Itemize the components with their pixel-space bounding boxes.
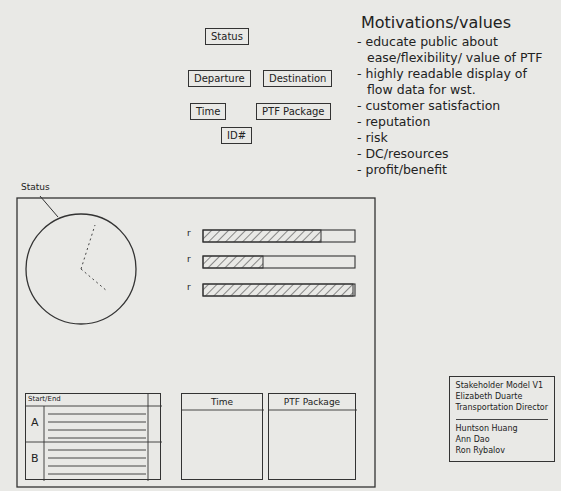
progress-bars [203, 230, 355, 296]
bar-outline [203, 284, 355, 296]
table-rule [48, 438, 146, 439]
person-name: Ann Dao [456, 435, 548, 446]
list-item: - highly readable display of flow data f… [357, 66, 555, 98]
person-name: Huntson Huang [456, 419, 548, 435]
column-header: Start/End [28, 395, 61, 403]
leader-line [40, 196, 58, 217]
node-outline [269, 394, 357, 481]
dashed-radius [81, 269, 107, 291]
list-item: - educate public about ease/flexibility/… [357, 34, 555, 66]
motivation-list: Motivations/values- educate public about… [357, 12, 555, 178]
bar-outline [203, 230, 355, 242]
table-rule [48, 430, 146, 431]
bar-fill [203, 256, 263, 268]
title-block: Stakeholder Model V1Elizabeth DuarteTran… [449, 376, 555, 462]
table-rule [48, 422, 146, 423]
node-label: Departure [194, 73, 245, 84]
table-rule [26, 406, 162, 407]
bar-fill [203, 284, 353, 296]
node-label: Status [21, 182, 50, 192]
node-label: ID# [227, 130, 246, 141]
table-rule [48, 466, 146, 467]
node-label: Time [182, 394, 262, 407]
person-name: Elizabeth Duarte [456, 392, 548, 403]
bar-marker: r [187, 228, 191, 238]
node-outline [25, 212, 137, 324]
list-item: - risk [357, 130, 555, 146]
field-box: Destination [263, 70, 332, 87]
row-label: B [31, 452, 39, 465]
table-rule [48, 474, 146, 475]
node-outline [182, 394, 264, 481]
model-title: Stakeholder Model V1 [456, 381, 548, 392]
bar-marker: r [187, 282, 191, 292]
table-rule [48, 450, 146, 451]
person-name: Ron Rybalov [456, 446, 548, 457]
field-box: ID# [221, 127, 252, 144]
row-label: A [31, 416, 39, 429]
header-rule [182, 410, 264, 411]
circle-outline [26, 214, 136, 324]
node-outline [26, 394, 162, 481]
field-box: Departure [188, 70, 251, 87]
table-rule [48, 414, 146, 415]
table-rule [48, 458, 146, 459]
schedule-table: Start/EndA B [25, 393, 161, 480]
bar-outline [203, 256, 355, 268]
status-circle: Status [25, 212, 137, 324]
list-item: - reputation [357, 114, 555, 130]
table-rule [26, 442, 162, 443]
node-label: Destination [269, 73, 326, 84]
node-label: PTF Package [269, 394, 355, 407]
bar-marker: r [187, 254, 191, 264]
node-label: Status [211, 31, 243, 42]
field-box: Time [190, 103, 226, 120]
list-heading: Motivations/values [357, 12, 555, 34]
header-rule [269, 410, 357, 411]
field-box: Status [205, 28, 249, 45]
field-box: PTF Package [256, 103, 331, 120]
dashed-radius [81, 225, 95, 269]
list-item: - DC/resources [357, 146, 555, 162]
node-label: PTF Package [262, 106, 325, 117]
screen-frame [17, 198, 375, 487]
list-item: - customer satisfaction [357, 98, 555, 114]
node-label: Time [196, 106, 220, 117]
bar-fill [203, 230, 321, 242]
table-rule [44, 406, 45, 481]
list-item: - profit/benefit [357, 162, 555, 178]
table-rule [148, 394, 149, 481]
person-name: Transportation Director [456, 403, 548, 414]
list-panel: PTF Package [268, 393, 356, 480]
list-panel: Time [181, 393, 263, 480]
